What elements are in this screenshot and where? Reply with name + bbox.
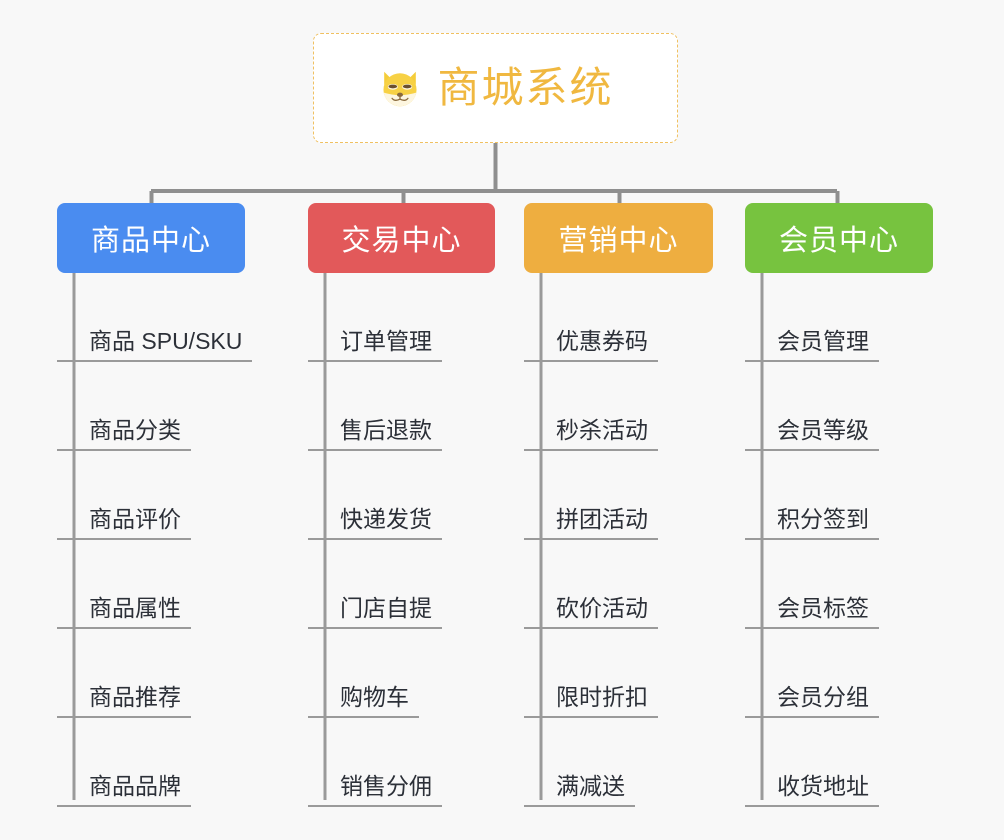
- branch-column-0: 商品中心 商品 SPU/SKU 商品分类 商品评价 商品属性 商品推荐 商品品牌: [57, 203, 253, 807]
- root-title: 商城系统: [437, 64, 614, 111]
- leaf-item[interactable]: 满减送: [524, 718, 713, 807]
- leaf-item[interactable]: 商品品牌: [57, 718, 245, 807]
- leaf-item[interactable]: 售后退款: [308, 362, 495, 451]
- leaf-label: 商品评价: [57, 506, 191, 540]
- leaf-label: 商品属性: [57, 595, 191, 629]
- leaf-list-1: 订单管理 售后退款 快递发货 门店自提 购物车 销售分佣: [308, 273, 495, 807]
- leaf-list-3: 会员管理 会员等级 积分签到 会员标签 会员分组 收货地址: [745, 273, 933, 807]
- leaf-label: 砍价活动: [524, 595, 658, 629]
- leaf-item[interactable]: 限时折扣: [524, 629, 713, 718]
- leaf-label: 商品分类: [57, 417, 191, 451]
- branch-head-0[interactable]: 商品中心: [57, 203, 245, 273]
- shiba-dog-emoji-icon: [383, 71, 418, 107]
- branch-column-3: 会员中心 会员管理 会员等级 积分签到 会员标签 会员分组 收货地址: [745, 203, 933, 807]
- leaf-item[interactable]: 商品推荐: [57, 629, 245, 718]
- leaf-label: 满减送: [524, 773, 635, 807]
- branch-column-1: 交易中心 订单管理 售后退款 快递发货 门店自提 购物车 销售分佣: [308, 203, 495, 807]
- leaf-label: 会员管理: [745, 328, 879, 362]
- leaf-item[interactable]: 门店自提: [308, 540, 495, 629]
- leaf-label: 商品推荐: [57, 684, 191, 718]
- leaf-label: 销售分佣: [308, 773, 442, 807]
- leaf-label: 门店自提: [308, 595, 442, 629]
- leaf-label: 订单管理: [308, 328, 442, 362]
- leaf-item[interactable]: 积分签到: [745, 451, 933, 540]
- leaf-item[interactable]: 销售分佣: [308, 718, 495, 807]
- leaf-item[interactable]: 优惠券码: [524, 273, 713, 362]
- leaf-label: 商品 SPU/SKU: [57, 328, 253, 362]
- leaf-item[interactable]: 会员分组: [745, 629, 933, 718]
- leaf-label: 拼团活动: [524, 506, 658, 540]
- leaf-label: 限时折扣: [524, 684, 658, 718]
- branch-head-3[interactable]: 会员中心: [745, 203, 933, 273]
- leaf-label: 会员等级: [745, 417, 879, 451]
- leaf-item[interactable]: 收货地址: [745, 718, 933, 807]
- leaf-item[interactable]: 商品属性: [57, 540, 245, 629]
- leaf-item[interactable]: 商品 SPU/SKU: [57, 273, 253, 362]
- leaf-list-2: 优惠券码 秒杀活动 拼团活动 砍价活动 限时折扣 满减送: [524, 273, 713, 807]
- leaf-item[interactable]: 购物车: [308, 629, 495, 718]
- leaf-label: 商品品牌: [57, 773, 191, 807]
- leaf-label: 售后退款: [308, 417, 442, 451]
- leaf-label: 快递发货: [308, 506, 442, 540]
- leaf-label: 会员标签: [745, 595, 879, 629]
- leaf-item[interactable]: 拼团活动: [524, 451, 713, 540]
- branch-column-2: 营销中心 优惠券码 秒杀活动 拼团活动 砍价活动 限时折扣 满减送: [524, 203, 713, 807]
- leaf-item[interactable]: 砍价活动: [524, 540, 713, 629]
- branch-head-1[interactable]: 交易中心: [308, 203, 495, 273]
- leaf-label: 积分签到: [745, 506, 879, 540]
- leaf-item[interactable]: 会员管理: [745, 273, 933, 362]
- leaf-item[interactable]: 会员标签: [745, 540, 933, 629]
- leaf-label: 购物车: [308, 684, 419, 718]
- leaf-item[interactable]: 会员等级: [745, 362, 933, 451]
- leaf-label: 会员分组: [745, 684, 879, 718]
- leaf-label: 收货地址: [745, 773, 879, 807]
- leaf-label: 秒杀活动: [524, 417, 658, 451]
- leaf-label: 优惠券码: [524, 328, 658, 362]
- leaf-item[interactable]: 快递发货: [308, 451, 495, 540]
- leaf-list-0: 商品 SPU/SKU 商品分类 商品评价 商品属性 商品推荐 商品品牌: [57, 273, 253, 807]
- leaf-item[interactable]: 秒杀活动: [524, 362, 713, 451]
- leaf-item[interactable]: 订单管理: [308, 273, 495, 362]
- root-node[interactable]: 商城系统: [313, 33, 678, 143]
- branch-head-2[interactable]: 营销中心: [524, 203, 713, 273]
- leaf-item[interactable]: 商品评价: [57, 451, 245, 540]
- leaf-item[interactable]: 商品分类: [57, 362, 245, 451]
